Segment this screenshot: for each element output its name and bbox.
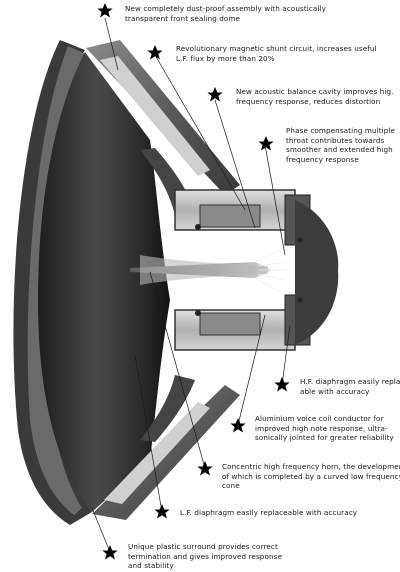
callout-horn: Concentric high frequency horn, the deve… xyxy=(222,462,400,490)
bolt xyxy=(195,224,201,230)
lf-cone xyxy=(38,52,170,512)
star-icon xyxy=(97,3,113,18)
callout-voice-coil: Aluminium voice coil conductor for impro… xyxy=(255,414,394,442)
spider-bottom xyxy=(140,375,195,442)
bolt xyxy=(297,237,303,243)
star-markers xyxy=(97,3,290,560)
callout-dome: New completely dust-proof assembly with … xyxy=(125,4,326,23)
phase-plug xyxy=(254,249,288,293)
bolt xyxy=(297,297,303,303)
callout-surround: Unique plastic surround provides correct… xyxy=(128,542,282,570)
star-icon xyxy=(207,87,223,102)
star-icon xyxy=(154,504,170,519)
pole-top xyxy=(199,204,261,228)
frame-bottom-inner xyxy=(104,402,210,504)
callout-cavity: New acoustic balance cavity improves hig… xyxy=(236,87,394,106)
star-icon xyxy=(274,377,290,392)
callout-throat: Phase compensating multiple throat contr… xyxy=(286,126,396,164)
star-icon xyxy=(102,545,118,560)
star-icon xyxy=(258,136,274,151)
callout-lf-diaphragm: L.F. diaphragm easily replaceable with a… xyxy=(180,508,358,517)
rim-highlight xyxy=(27,46,86,515)
bolt xyxy=(195,310,201,316)
frame-top-inner xyxy=(100,56,210,176)
hf-horn-flare xyxy=(140,255,268,285)
rear-cover xyxy=(295,200,339,345)
star-icon xyxy=(230,418,246,433)
star-icon xyxy=(147,45,163,60)
pole-bottom xyxy=(199,312,261,336)
callout-hf-diaphragm: H.F. diaphragm easily replace- able with… xyxy=(300,377,400,396)
callout-shunt: Revolutionary magnetic shunt circuit, in… xyxy=(176,44,377,63)
leader-lines xyxy=(91,17,291,553)
star-icon xyxy=(197,461,213,476)
